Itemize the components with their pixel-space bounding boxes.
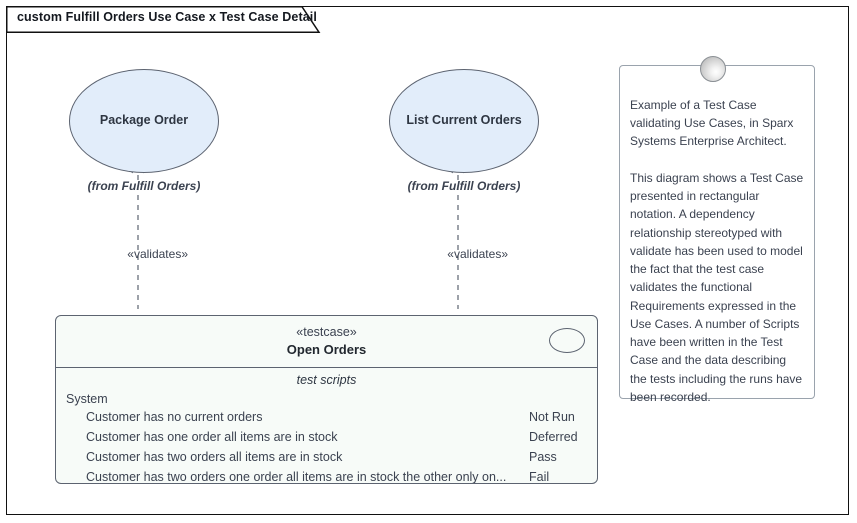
test-script-status: Not Run	[529, 410, 575, 424]
test-script-row[interactable]: Customer has two orders all items are in…	[56, 447, 597, 467]
usecase-list-current-orders-label: List Current Orders	[406, 113, 522, 128]
testcase-group-name: System	[66, 392, 108, 406]
test-script-status: Pass	[529, 450, 557, 465]
test-script-name: Customer has one order all items are in …	[86, 430, 338, 445]
test-script-name: Customer has two orders one order all it…	[86, 470, 507, 484]
note-element[interactable]: Example of a Test Case validating Use Ca…	[619, 65, 815, 404]
usecase-list-current-orders[interactable]: List Current Orders	[389, 69, 539, 173]
note-pin-icon	[700, 56, 726, 82]
testcase-header: «testcase» Open Orders	[56, 316, 597, 368]
testcase-element-open-orders[interactable]: «testcase» Open Orders test scripts Syst…	[55, 315, 598, 484]
usecase-package-order[interactable]: Package Order	[69, 69, 219, 173]
test-script-status: Fail	[529, 470, 550, 484]
test-script-row[interactable]: Customer has one order all items are in …	[56, 427, 597, 447]
usecase-list-current-orders-from-label: (from Fulfill Orders)	[407, 179, 521, 193]
test-script-name: Customer has two orders all items are in…	[86, 450, 343, 465]
testcase-compartment-label: test scripts	[296, 373, 357, 387]
test-script-row[interactable]: Customer has two orders one order all it…	[56, 467, 597, 484]
usecase-package-order-label: Package Order	[99, 113, 189, 128]
connector-label-validates-right: «validates»	[447, 247, 508, 261]
note-text: Example of a Test Case validating Use Ca…	[630, 98, 804, 404]
diagram-frame: Package Order (from Fulfill Orders) List…	[6, 6, 849, 515]
usecase-package-order-from-label: (from Fulfill Orders)	[87, 179, 201, 193]
test-script-name: Customer has no current orders	[86, 410, 263, 424]
test-script-row[interactable]: Customer has no current orders Not Run	[56, 407, 597, 427]
test-script-status: Deferred	[529, 430, 578, 445]
connector-label-validates-left: «validates»	[127, 247, 188, 261]
testcase-name-label: Open Orders	[286, 342, 367, 358]
diagram-title-label: custom Fulfill Orders Use Case x Test Ca…	[17, 10, 317, 24]
testcase-stereotype-label: «testcase»	[296, 325, 357, 340]
usecase-ellipse-icon	[549, 328, 585, 353]
